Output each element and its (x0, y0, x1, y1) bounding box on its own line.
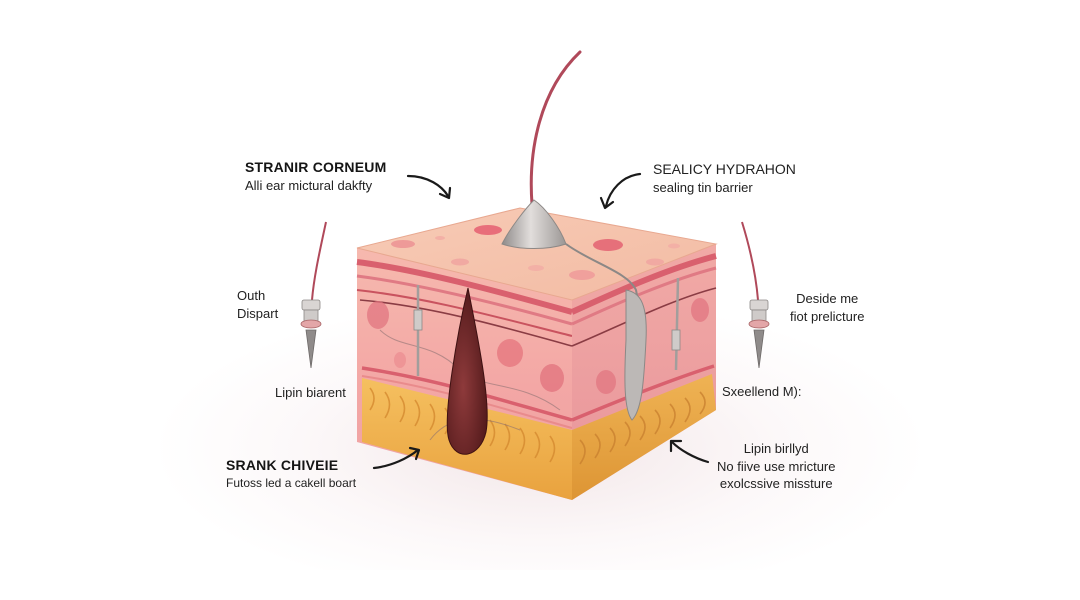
curved-arrow-icon (669, 439, 710, 464)
label-title: SEALICY HYDRAHON (653, 161, 796, 177)
label-lipin-biarent: Lipin biarent (275, 385, 346, 400)
inner-probe-left-icon (413, 285, 423, 376)
label-sealing-hydration: SEALICY HYDRAHON sealing tin barrier (653, 160, 796, 196)
label-stratum-corneum: STRANIR CORNEUM Alli ear mictural dakfty (245, 158, 386, 194)
label-subtitle: Alli ear mictural dakfty (245, 177, 373, 193)
label-line: Outh (237, 288, 266, 303)
label-line: Dispart (237, 305, 279, 321)
label-subtitle: sealing tin barrier (653, 179, 753, 195)
label-title: SRANK CHIVEIE (226, 457, 339, 473)
follicle-icon (446, 287, 488, 455)
hair-icon (501, 50, 647, 421)
label-line: Lipin birllyd (743, 441, 809, 456)
label-lipin-birllyd: Lipin birllyd No fiive use mricture exol… (717, 440, 835, 493)
inner-probe-right-icon (671, 277, 681, 371)
curved-arrow-icon (372, 446, 421, 470)
label-line: Deside me (796, 291, 859, 306)
label-line: fiot prelicture (790, 308, 865, 324)
label-srank-chiveie: SRANK CHIVEIE Futoss led a cakell boart (226, 456, 356, 491)
label-title: STRANIR CORNEUM (245, 159, 387, 175)
label-outh-dispart: Outh Dispart (237, 287, 278, 322)
label-deside-me: Deside me fiot prelicture (790, 290, 864, 325)
hair-sensor-probe-icon (741, 221, 770, 369)
label-swelled: Sxeellend M): (722, 384, 802, 399)
top-face (356, 207, 718, 301)
label-line: exolcssive missture (719, 476, 833, 492)
curved-arrow-icon (599, 172, 642, 210)
hair-sensor-probe-icon (300, 221, 327, 369)
curved-arrow-icon (406, 174, 452, 200)
label-subtitle: Futoss led a cakell boart (226, 475, 357, 490)
label-line: No fiive use mricture (717, 458, 836, 474)
